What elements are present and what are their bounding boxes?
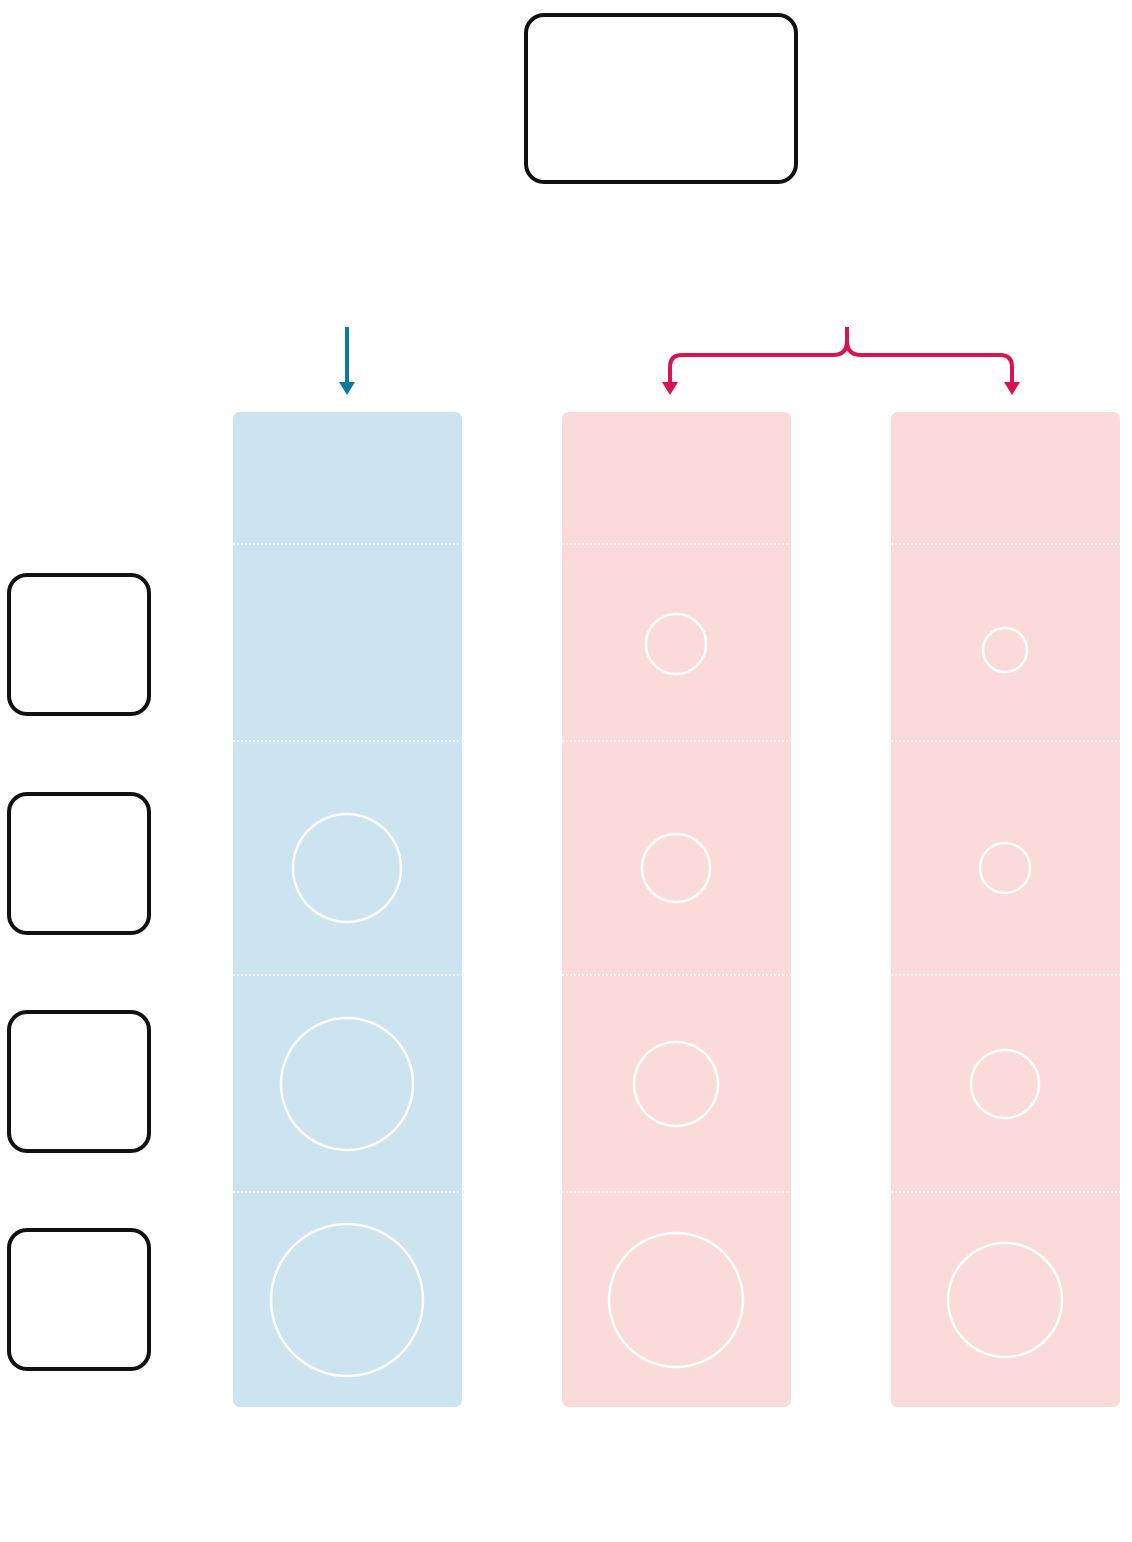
circle-icon [981, 626, 1029, 674]
circle-icon [640, 832, 712, 904]
circle-icon [632, 1040, 720, 1128]
circle-icon [269, 1222, 425, 1378]
circle-icon [607, 1231, 745, 1369]
row-box-3 [7, 1010, 151, 1153]
circle-icon [978, 841, 1032, 895]
circle-icon [279, 1016, 415, 1152]
row-box-2 [7, 792, 151, 935]
column-blue [233, 412, 462, 1407]
circle-icon [946, 1241, 1064, 1359]
circle-icon [291, 812, 403, 924]
column-pink-2 [891, 412, 1120, 1407]
row-box-4 [7, 1228, 151, 1371]
top-box [524, 13, 798, 184]
circle-icon [644, 612, 708, 676]
row-box-1 [7, 573, 151, 716]
down-arrow-icon [339, 327, 355, 395]
circle-icon [969, 1048, 1041, 1120]
circles [269, 612, 1064, 1378]
branching-brace-arrow-icon [662, 327, 1020, 395]
column-pink-1 [562, 412, 791, 1407]
row-label-boxes [7, 573, 151, 1371]
